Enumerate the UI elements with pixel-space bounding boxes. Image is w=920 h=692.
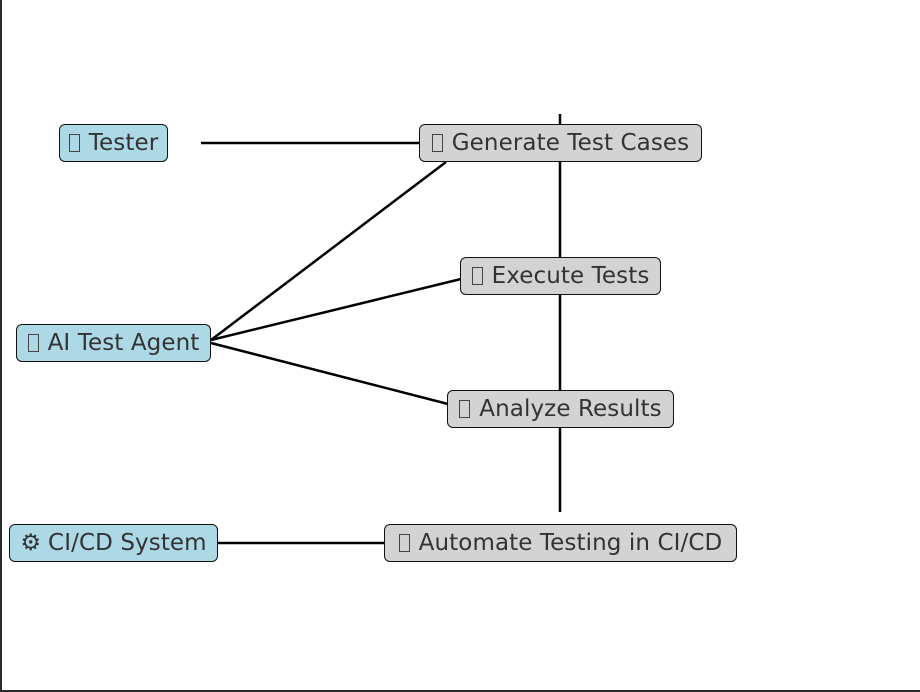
missing-glyph-icon bbox=[68, 134, 80, 152]
node-analyze-results: Analyze Results bbox=[447, 390, 674, 428]
gear-icon: ⚙ bbox=[20, 530, 42, 556]
missing-glyph-icon bbox=[471, 267, 483, 285]
edge-agent-analyze bbox=[210, 341, 449, 406]
node-cicd-system: ⚙ CI/CD System bbox=[9, 524, 218, 562]
node-generate-test-cases-label: Generate Test Cases bbox=[451, 130, 690, 156]
edge-agent-generate bbox=[210, 161, 447, 341]
node-automate-testing-label: Automate Testing in CI/CD bbox=[418, 530, 723, 556]
edge-agent-execute bbox=[210, 277, 462, 342]
node-ai-test-agent: AI Test Agent bbox=[16, 324, 211, 362]
node-automate-testing: Automate Testing in CI/CD bbox=[384, 524, 737, 562]
missing-glyph-icon bbox=[398, 534, 410, 552]
node-execute-tests-label: Execute Tests bbox=[491, 263, 650, 289]
missing-glyph-icon bbox=[431, 134, 443, 152]
node-tester: Tester bbox=[59, 124, 168, 162]
node-generate-test-cases: Generate Test Cases bbox=[419, 124, 702, 162]
missing-glyph-icon bbox=[459, 400, 471, 418]
node-cicd-system-label: CI/CD System bbox=[48, 530, 207, 556]
node-execute-tests: Execute Tests bbox=[460, 257, 661, 295]
node-tester-label: Tester bbox=[88, 130, 159, 156]
missing-glyph-icon bbox=[27, 334, 39, 352]
node-analyze-results-label: Analyze Results bbox=[479, 396, 662, 422]
node-ai-test-agent-label: AI Test Agent bbox=[47, 330, 200, 356]
